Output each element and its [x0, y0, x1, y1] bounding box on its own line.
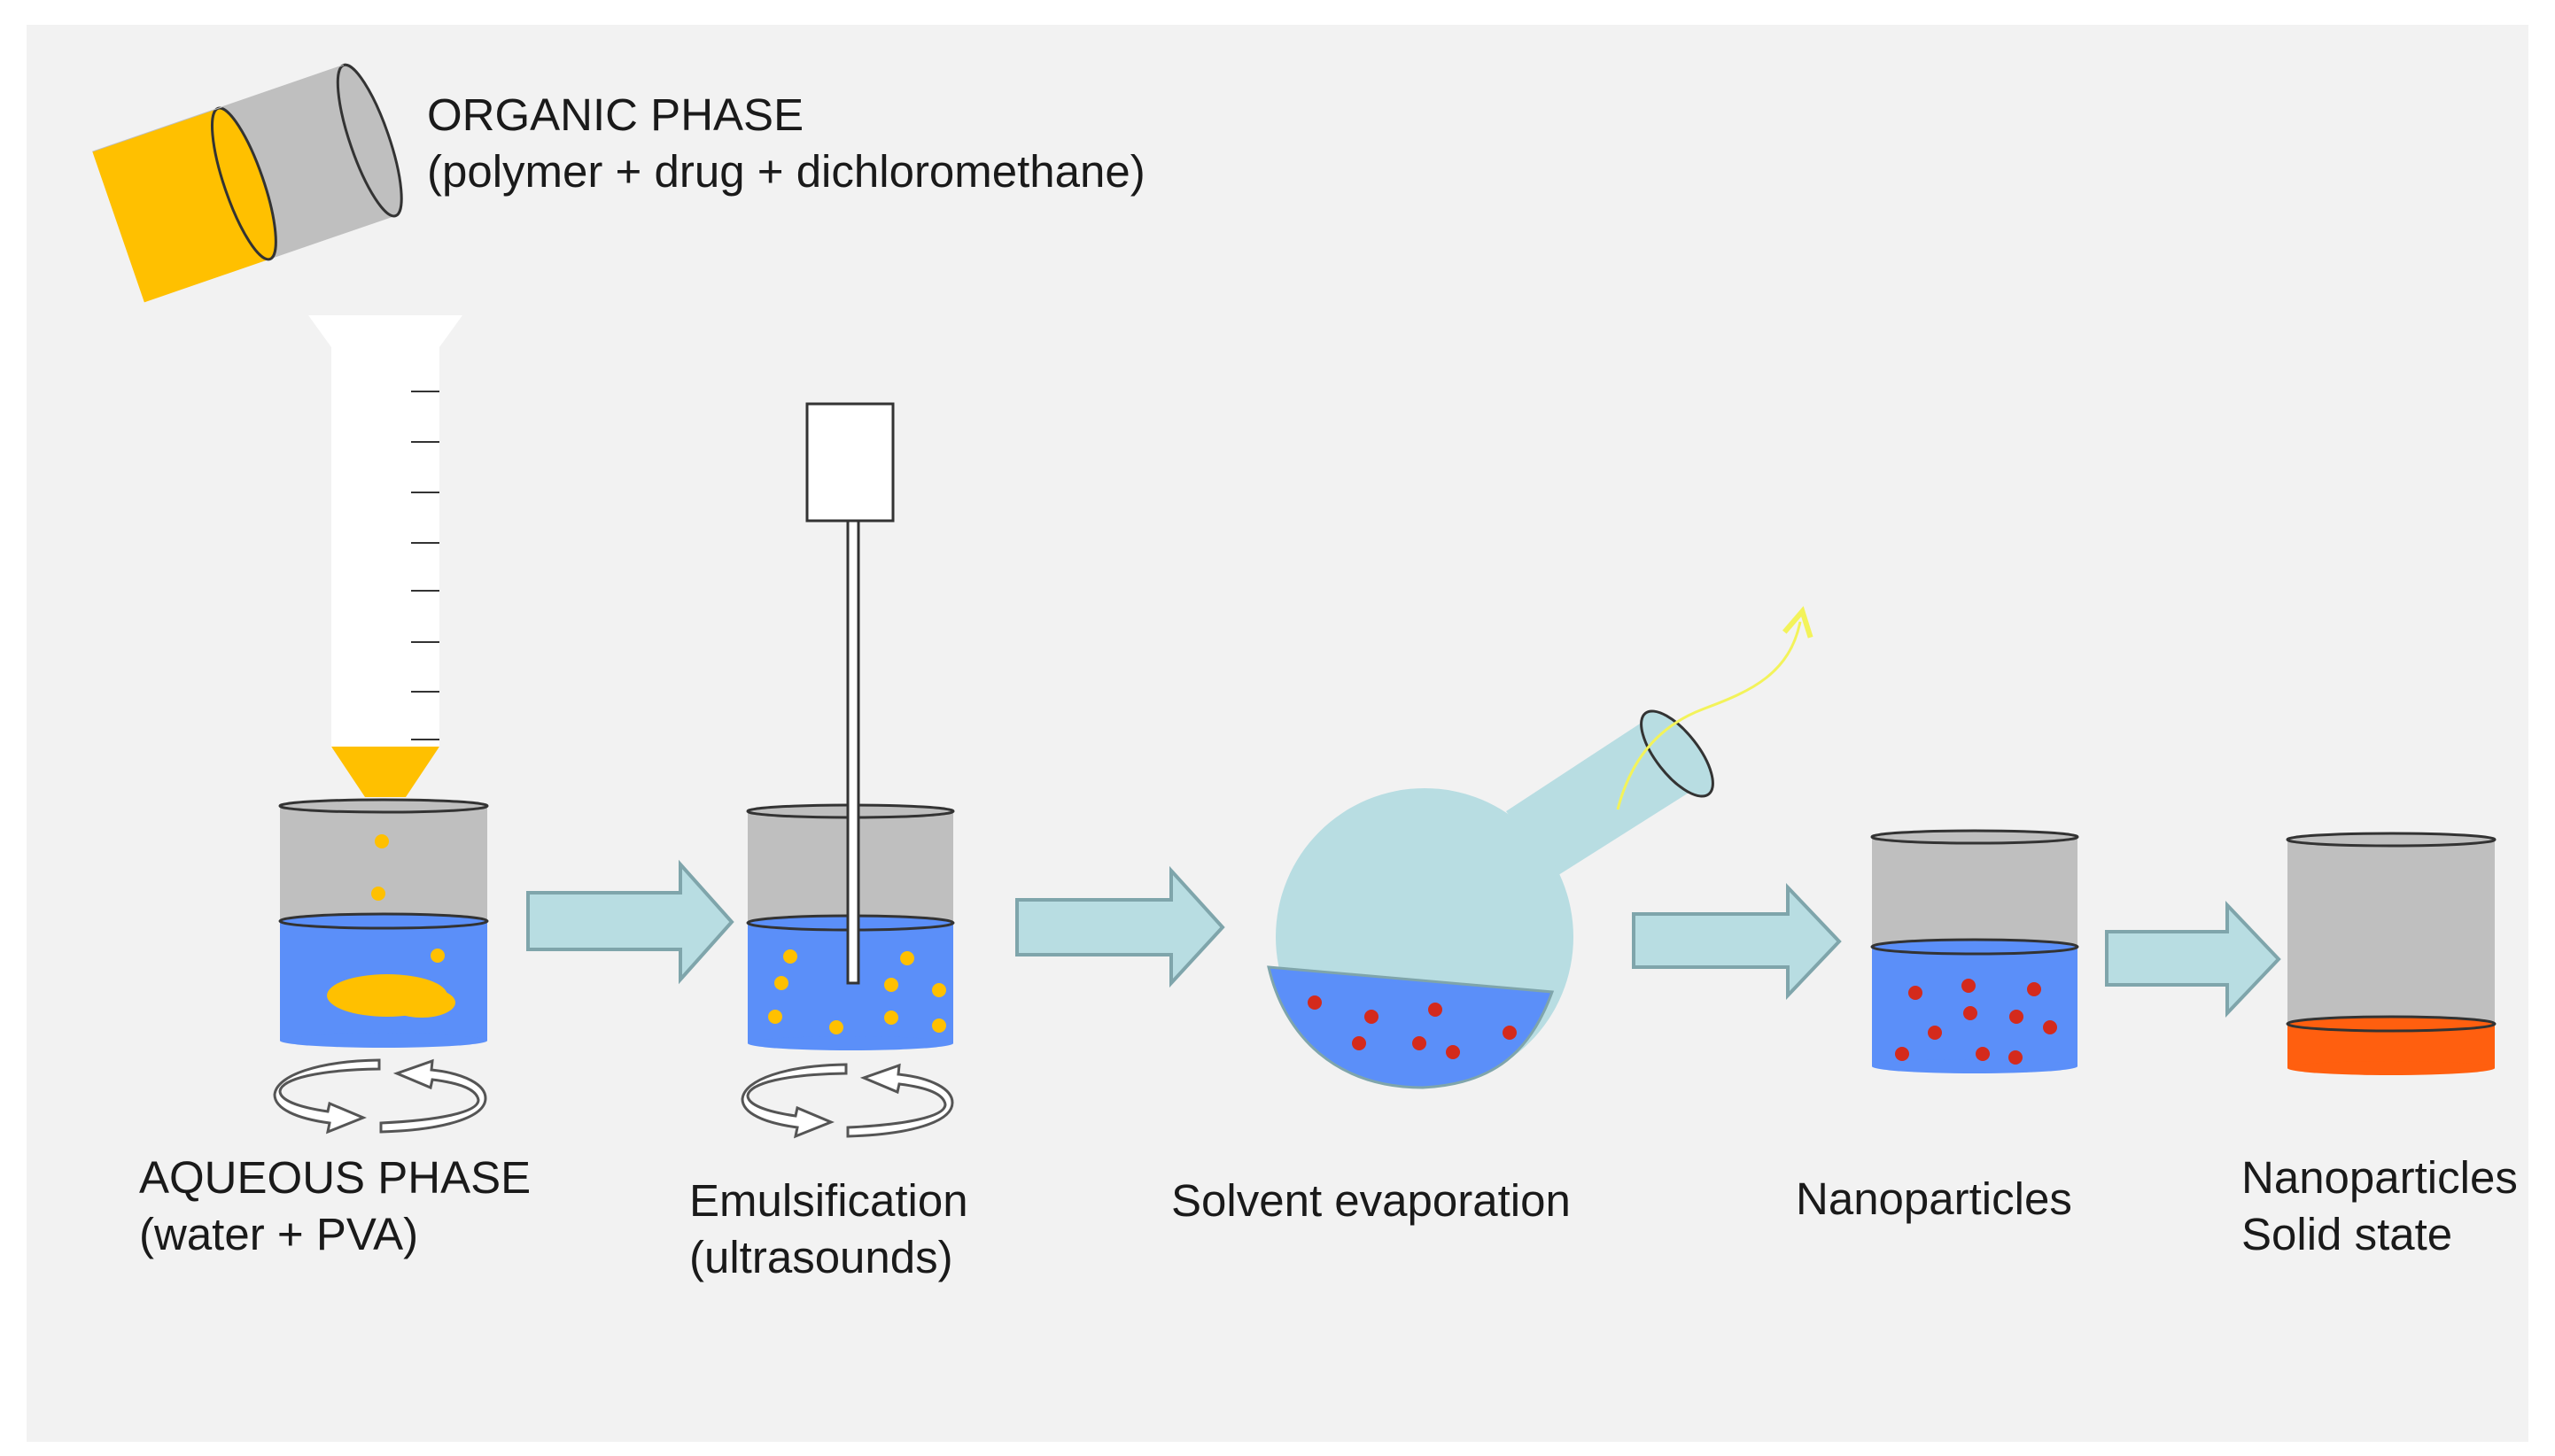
beaker-icon	[278, 798, 489, 1048]
process-arrow-icon	[1015, 865, 1225, 988]
stirring-icon	[273, 1058, 487, 1135]
aqueous-phase-title: AQUEOUS PHASE	[139, 1152, 532, 1203]
beaker-icon	[1870, 829, 2079, 1073]
organic-phase-label: ORGANIC PHASE (polymer + drug + dichloro…	[427, 87, 1145, 200]
emulsification-label: Emulsification (ultrasounds)	[689, 1173, 968, 1286]
nanoparticles-solid-state: Solid state	[2241, 1209, 2453, 1259]
aqueous-phase-composition: (water + PVA)	[139, 1209, 419, 1259]
stirring-icon	[741, 1063, 954, 1139]
organic-phase-title: ORGANIC PHASE	[427, 89, 804, 140]
vapor-arrow-icon	[1616, 622, 1800, 810]
process-arrow-icon	[2105, 900, 2281, 1018]
aqueous-phase-label: AQUEOUS PHASE (water + PVA)	[139, 1150, 531, 1263]
solvent-evaporation-label: Solvent evaporation	[1171, 1173, 1571, 1229]
nanoparticles-solid-title: Nanoparticles	[2241, 1152, 2518, 1203]
process-arrow-icon	[526, 859, 734, 985]
emulsification-title: Emulsification	[689, 1175, 968, 1226]
graduated-funnel-icon	[308, 315, 462, 797]
organic-phase-container-icon	[92, 63, 403, 303]
round-bottom-flask-icon	[1267, 709, 1714, 1089]
beaker-icon	[2286, 832, 2497, 1075]
solvent-evaporation-title: Solvent evaporation	[1171, 1175, 1571, 1226]
nanoparticles-label: Nanoparticles	[1796, 1171, 2072, 1228]
nanoparticles-solid-label: Nanoparticles Solid state	[2241, 1150, 2518, 1263]
organic-phase-composition: (polymer + drug + dichloromethane)	[427, 146, 1145, 197]
emulsification-method: (ultrasounds)	[689, 1232, 953, 1282]
process-arrow-icon	[1632, 882, 1842, 1001]
nanoparticles-title: Nanoparticles	[1796, 1173, 2072, 1224]
ultrasound-probe-icon	[805, 402, 895, 985]
diagram-panel	[27, 25, 2528, 1442]
